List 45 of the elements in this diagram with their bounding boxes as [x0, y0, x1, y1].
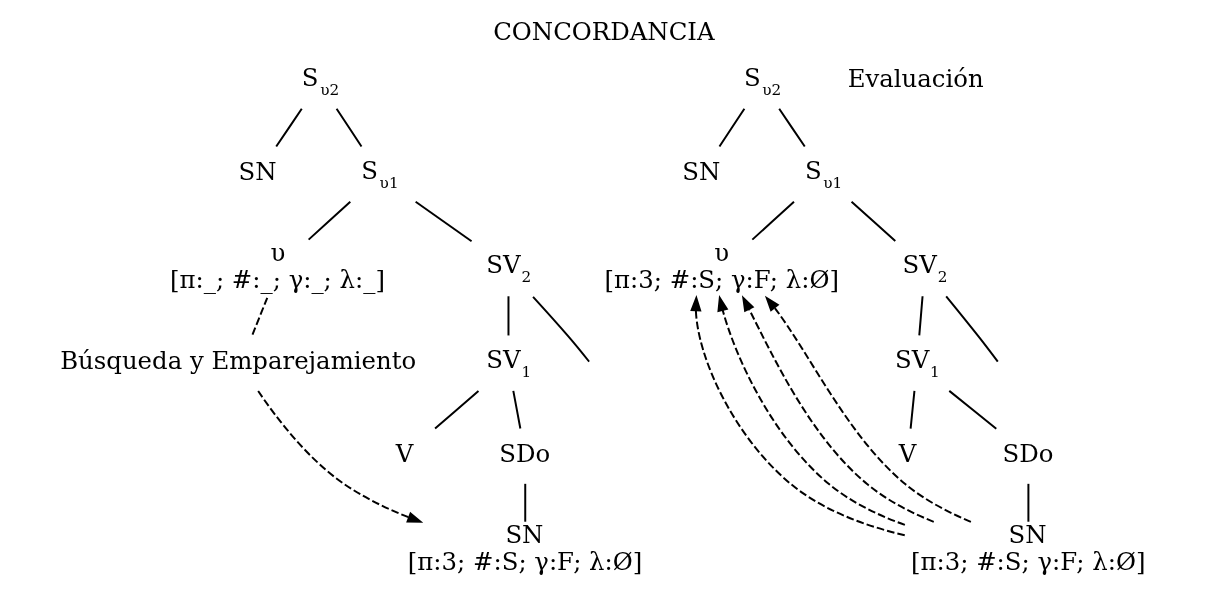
node-text: SN [π:3; #:S; γ:F; λ:Ø] [910, 519, 1145, 577]
node-text: υ [π:_; #:_; γ:_; λ:_] [169, 237, 385, 295]
node-text: SV$_{2}$ [485, 250, 531, 287]
node-text: S$_{υ2}$ [743, 62, 781, 99]
connector [777, 107, 806, 148]
node-text: S$_{υ1}$ [360, 155, 399, 192]
node-text: SV$_{1}$ [485, 344, 531, 381]
node-text: SDo [498, 439, 550, 469]
node-text: V [898, 439, 916, 469]
connector [433, 389, 479, 430]
connector [1026, 482, 1029, 523]
connector [274, 107, 303, 148]
node-text: S$_{υ1}$ [804, 155, 842, 192]
arrow [764, 295, 972, 523]
arrow [716, 295, 906, 526]
node-text: V [395, 439, 413, 469]
connector [531, 295, 590, 363]
node-text: SV$_{1}$ [894, 344, 940, 381]
connector [944, 295, 999, 363]
connector [947, 389, 997, 430]
connector [307, 200, 351, 241]
connector [917, 295, 924, 337]
connector [750, 200, 795, 241]
node-text: SDo [1001, 439, 1053, 469]
connector [511, 389, 521, 430]
node-text: SN [π:3; #:S; γ:F; λ:Ø] [407, 519, 642, 577]
diagram-title: CONCORDANCIA [492, 16, 715, 46]
arrow [741, 295, 935, 523]
connector [335, 107, 362, 148]
connector [523, 482, 526, 523]
node-text: υ [π:3; #:S; γ:F; λ:Ø] [604, 237, 839, 295]
node-text: SN [238, 157, 277, 187]
node-text: Búsqueda y Emparejamiento [59, 346, 416, 376]
connector [250, 296, 268, 337]
arrow [256, 390, 423, 523]
connector [909, 389, 915, 430]
node-text: SV$_{2}$ [902, 250, 947, 287]
arrow [689, 295, 906, 537]
node-text: S$_{υ2}$ [301, 62, 339, 99]
connector [507, 295, 509, 337]
connector [414, 200, 473, 243]
node-text: SN [681, 157, 720, 187]
connector [718, 107, 745, 148]
label: Evaluación [847, 64, 984, 94]
connector [850, 200, 896, 242]
